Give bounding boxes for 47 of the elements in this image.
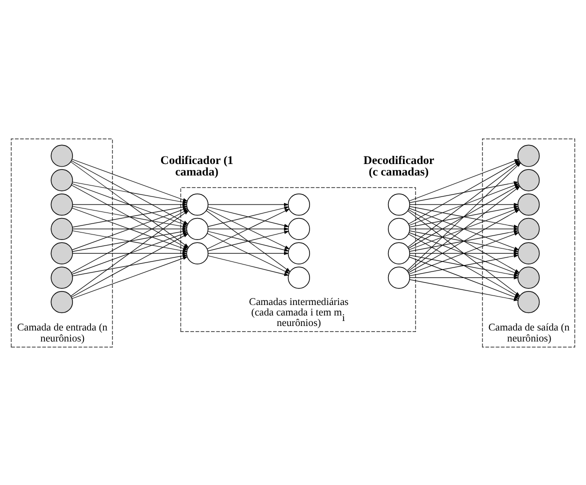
arrow — [408, 232, 520, 274]
node-circle — [50, 144, 73, 166]
arrow — [207, 208, 290, 249]
arrow — [72, 226, 188, 230]
node-circle — [518, 168, 540, 191]
node-circle — [288, 217, 310, 240]
node-circle — [288, 193, 310, 216]
arrow — [72, 202, 188, 206]
arrow — [208, 202, 289, 206]
arrow — [72, 158, 188, 201]
node-circle — [518, 290, 540, 313]
arrow — [72, 254, 188, 276]
node-circle — [388, 242, 410, 264]
arrow — [409, 276, 519, 279]
cluster: Camada de saída (n neurônios) — [482, 138, 576, 347]
node-circle — [518, 242, 540, 264]
node-circle — [288, 242, 310, 264]
node-circle — [388, 193, 410, 216]
node-circle — [518, 217, 540, 240]
node-circle — [186, 193, 208, 216]
arrow — [208, 251, 289, 255]
node-circle — [388, 217, 410, 240]
label: Codificador (1 camada) — [160, 152, 234, 178]
node-circle — [288, 266, 310, 288]
node-circle — [50, 266, 73, 288]
node-circle — [518, 193, 540, 216]
node-circle — [50, 168, 73, 191]
node-circle — [186, 217, 208, 240]
arrow — [206, 210, 291, 272]
cluster: Camada de entrada (n neurônios) — [10, 138, 113, 347]
arrow — [72, 181, 188, 204]
arrow — [409, 226, 519, 230]
node-circle — [518, 266, 540, 288]
node-circle — [186, 242, 208, 264]
arrow — [208, 226, 289, 230]
node-circle — [50, 290, 73, 313]
label: Decodificador (c camadas) — [364, 152, 434, 178]
node-circle — [518, 144, 540, 166]
node-circle — [50, 193, 73, 216]
arrow — [207, 232, 290, 274]
arrow — [208, 254, 290, 276]
node-circle — [388, 266, 410, 288]
node-circle — [50, 242, 73, 264]
node-circle — [50, 217, 73, 240]
arrow — [409, 202, 519, 206]
arrow — [72, 256, 188, 298]
arrow — [409, 251, 519, 255]
